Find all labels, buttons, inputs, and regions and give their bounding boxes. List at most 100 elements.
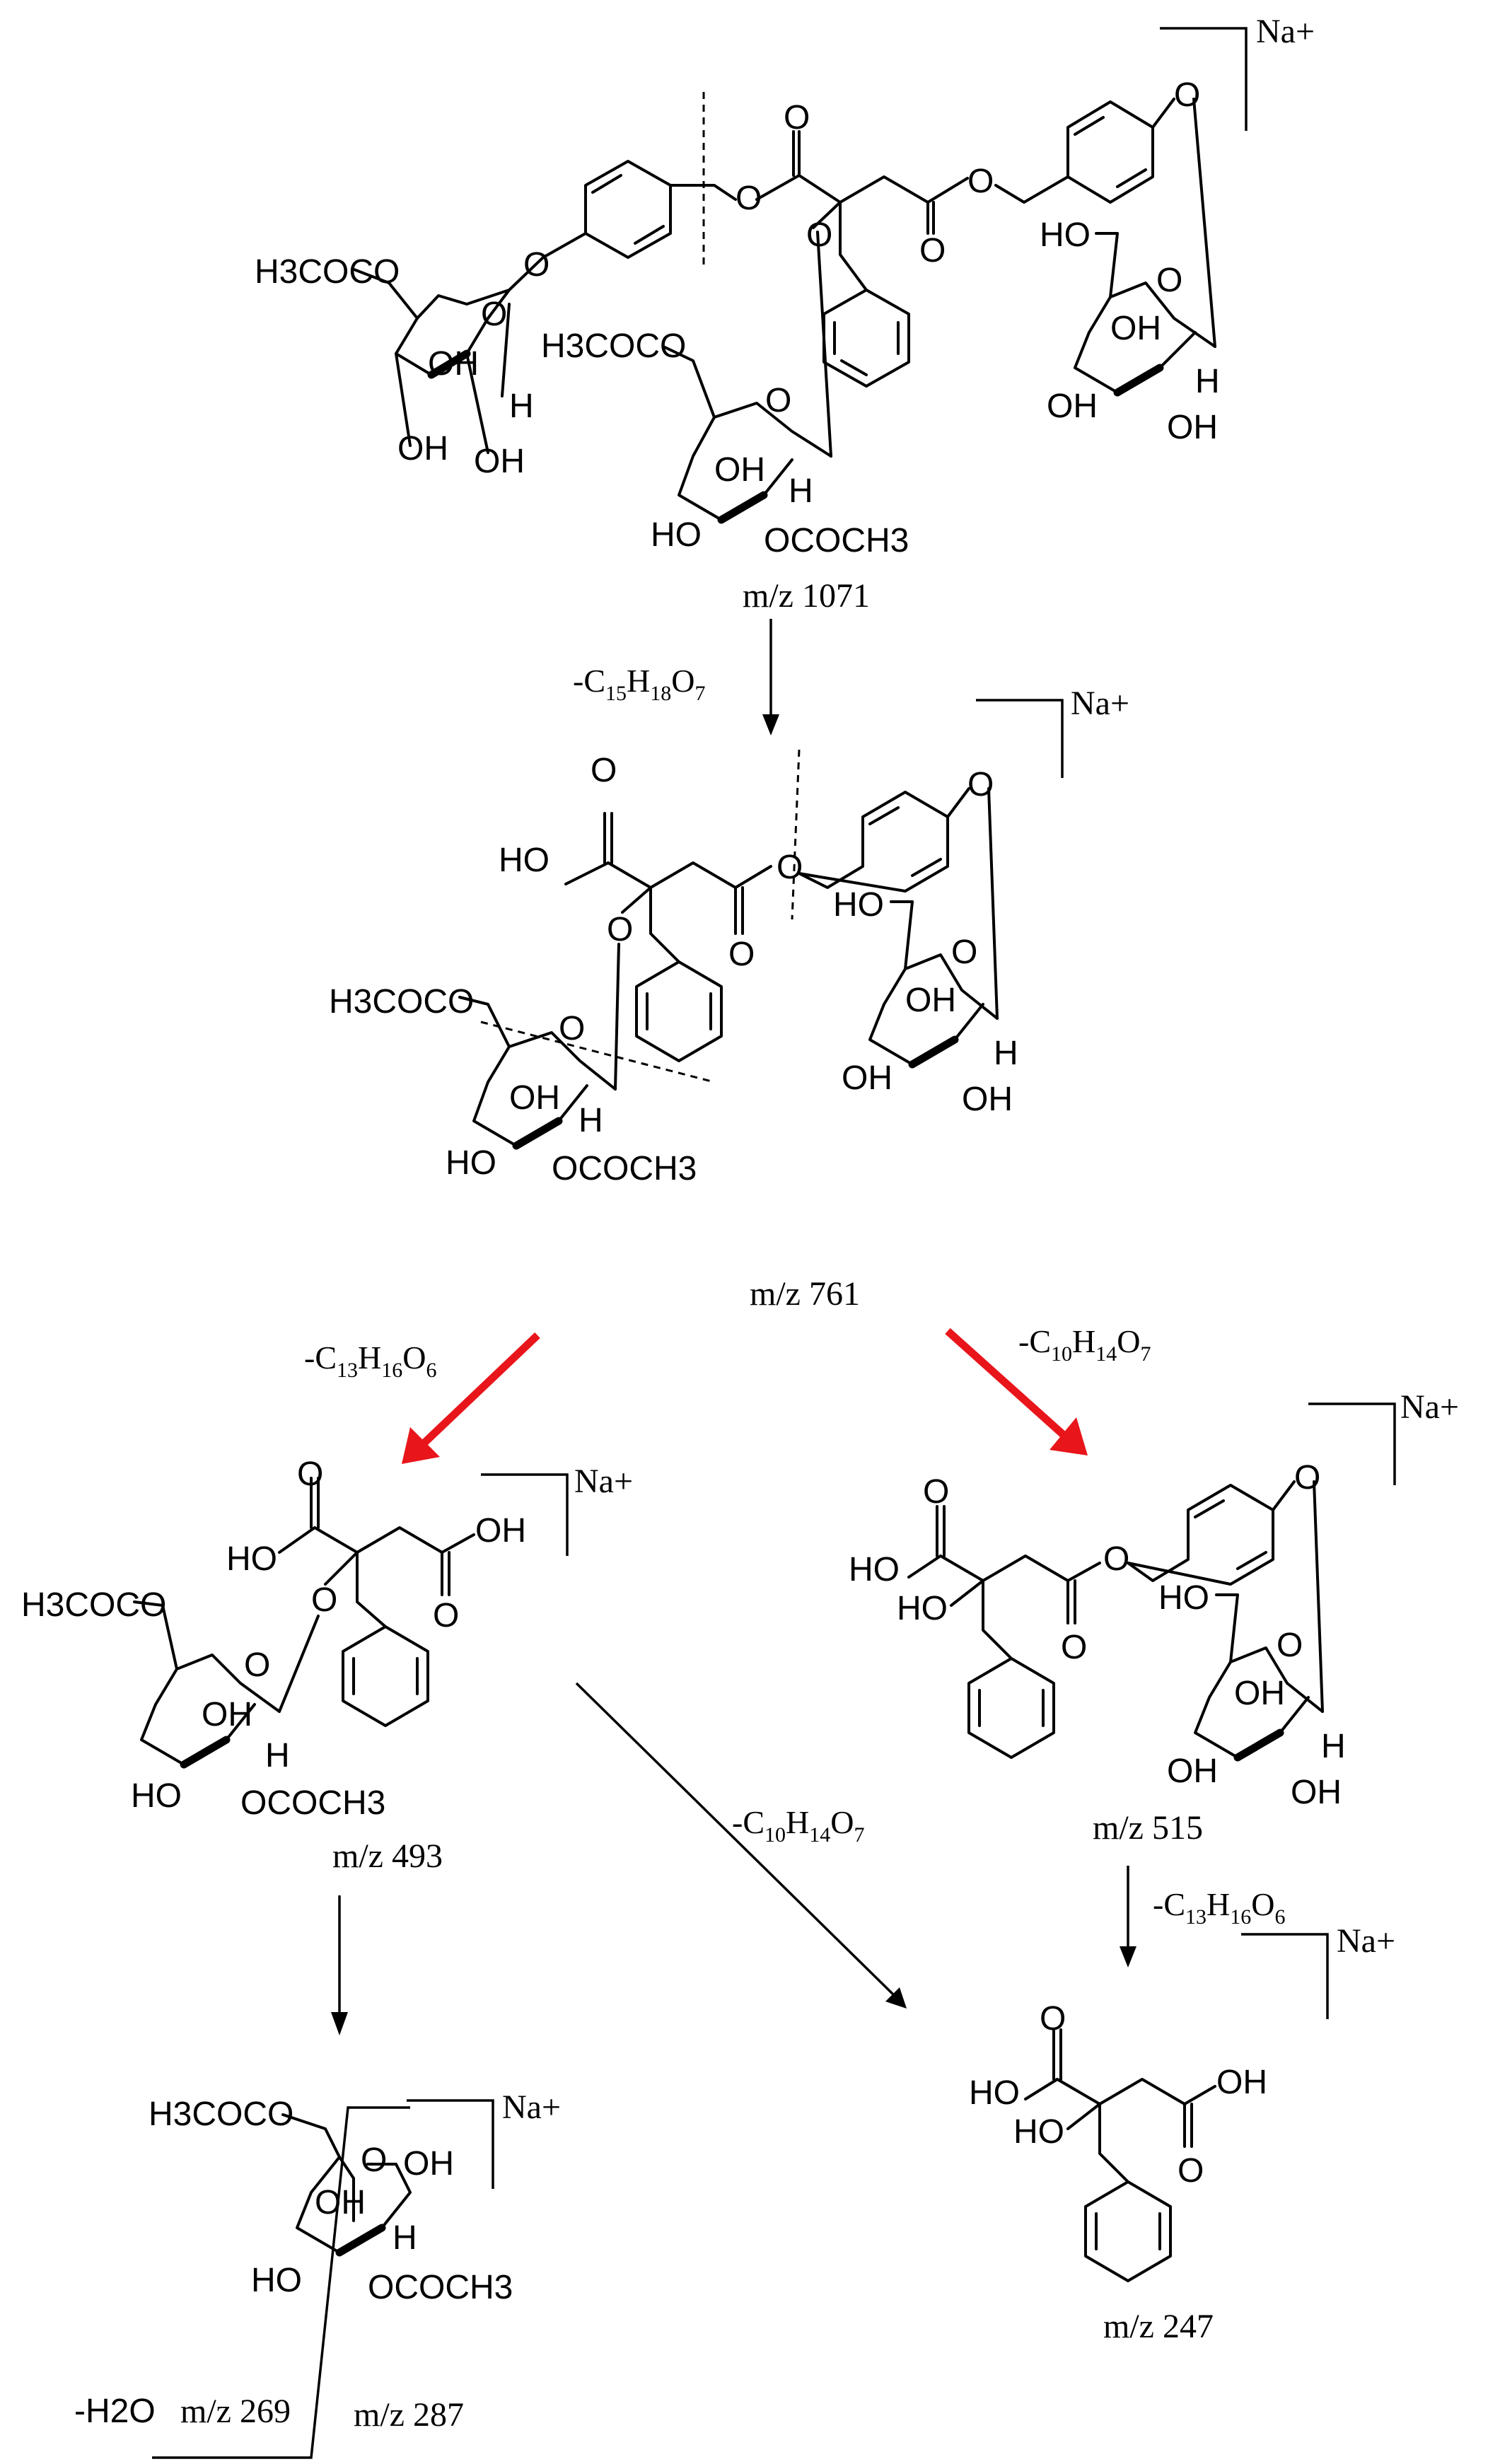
ion-label-m515: m/z 515: [1093, 1809, 1203, 1847]
label-sodium-ion: Na+: [1337, 1922, 1395, 1960]
label-o: O: [765, 382, 791, 419]
label-acetoxy: OCOCH3: [552, 1150, 697, 1187]
label-oh: OH: [962, 1081, 1013, 1118]
label-oh: OH: [474, 443, 525, 480]
structure-m1071: O O O O O O O H3COCO OH OH OH H O H3COCO…: [255, 13, 1315, 615]
ion-label-m493: m/z 493: [332, 1837, 443, 1875]
label-o: O: [728, 936, 755, 973]
label-h: H: [393, 2219, 417, 2257]
label-o: O: [777, 849, 803, 886]
loss-label-c13h16o6: -C13H16O6: [1153, 1886, 1285, 1929]
label-acetoxy: OCOCH3: [368, 2269, 513, 2306]
label-ho: HO: [446, 1144, 496, 1182]
label-o: O: [1040, 2000, 1066, 2038]
label-ho: HO: [969, 2074, 1020, 2112]
label-ho: HO: [833, 886, 884, 924]
ion-label-m1071: m/z 1071: [743, 577, 870, 615]
label-o: O: [951, 934, 977, 971]
label-acetyl-ch2: H3COCO: [149, 2096, 293, 2133]
arrow-1071-to-761: -C15H18O7: [573, 619, 779, 736]
label-o: O: [1174, 76, 1200, 114]
label-h: H: [1321, 1728, 1346, 1765]
label-ho: HO: [651, 516, 702, 554]
label-o: O: [1294, 1459, 1320, 1497]
label-oh: OH: [397, 430, 448, 467]
structure-m287: H3COCO O OH OH HO OCOCH3 H Na+ -H2O m/z …: [74, 2088, 561, 2459]
label-ho: HO: [849, 1551, 900, 1588]
label-oh: OH: [1234, 1675, 1285, 1712]
label-ho: HO: [226, 1540, 277, 1578]
label-sodium-ion: Na+: [1256, 13, 1315, 50]
label-o: O: [736, 180, 762, 217]
label-o: O: [361, 2142, 387, 2179]
label-o: O: [607, 911, 633, 948]
label-o: O: [244, 1646, 270, 1684]
label-oh: OH: [842, 1059, 893, 1097]
loss-label-c13h16o6: -C13H16O6: [304, 1339, 436, 1382]
label-o: O: [297, 1455, 323, 1493]
arrow-493-to-287: [331, 1895, 348, 2035]
structure-m493: O HO O OH O H3COCO O OH HO OCOCH3 H Na+ …: [21, 1455, 633, 1875]
label-acetoxy: OCOCH3: [764, 522, 909, 559]
loss-label-c10h14o7: -C10H14O7: [1018, 1323, 1151, 1366]
label-acetyl-ch2: H3COCO: [541, 327, 686, 365]
arrow-493-to-247: -C10H14O7: [575, 1682, 907, 2009]
label-o: O: [559, 1010, 585, 1047]
label-acetoxy: OCOCH3: [240, 1784, 385, 1822]
ion-label-m761: m/z 761: [750, 1275, 860, 1313]
label-h: H: [579, 1102, 603, 1139]
label-ho: HO: [897, 1590, 948, 1627]
label-h: H: [509, 388, 534, 425]
label-ho: HO: [1158, 1579, 1209, 1617]
label-o: O: [967, 163, 994, 200]
label-oh: OH: [1167, 1753, 1218, 1790]
label-oh: OH: [475, 1512, 526, 1550]
label-o: O: [1277, 1627, 1303, 1664]
label-o: O: [1103, 1540, 1129, 1578]
label-oh: OH: [714, 451, 765, 489]
label-o: O: [967, 766, 994, 803]
label-o: O: [433, 1597, 459, 1634]
label-o: O: [784, 99, 810, 136]
label-oh: OH: [509, 1079, 560, 1117]
structure-m515: O HO O O HO O HO O OH OH OH H Na+ m/z 51…: [849, 1388, 1459, 1847]
label-ho: HO: [251, 2262, 302, 2299]
label-o: O: [923, 1473, 949, 1511]
label-ho: HO: [1040, 216, 1091, 254]
label-acetyl-ch2: H3COCO: [255, 253, 400, 291]
arrow-761-to-493: -C13H16O6: [304, 1332, 540, 1464]
label-oh: OH: [1110, 310, 1161, 347]
label-o: O: [1156, 262, 1182, 299]
label-sodium-ion: Na+: [574, 1463, 633, 1500]
arrow-515-to-247: -C13H16O6: [1120, 1866, 1285, 1968]
loss-label-water: -H2O: [74, 2393, 156, 2430]
label-o: O: [806, 216, 832, 254]
label-o: O: [1061, 1629, 1087, 1666]
label-ho: HO: [131, 1777, 182, 1815]
label-acetyl-ch2: H3COCO: [329, 983, 474, 1021]
label-oh: OH: [403, 2145, 454, 2183]
label-o: O: [919, 232, 946, 269]
structure-m761: O HO O O O O HO O OH OH OH H H3COCO O OH…: [329, 685, 1129, 1313]
loss-label-c15h18o7: -C15H18O7: [573, 663, 705, 705]
ion-label-m269: m/z 269: [180, 2393, 291, 2430]
label-ho: HO: [1013, 2113, 1064, 2151]
label-oh: OH: [1216, 2064, 1267, 2101]
ion-label-m287: m/z 287: [354, 2396, 464, 2434]
label-acetyl-ch2: H3COCO: [21, 1586, 166, 1624]
label-oh: OH: [1167, 409, 1218, 446]
label-ho: HO: [499, 842, 550, 879]
arrow-761-to-515: -C10H14O7: [945, 1323, 1151, 1455]
label-o: O: [481, 296, 507, 333]
label-oh: OH: [202, 1696, 252, 1733]
label-oh: OH: [1047, 388, 1098, 425]
label-oh: OH: [905, 982, 956, 1019]
label-h: H: [265, 1737, 290, 1774]
label-h: H: [789, 472, 813, 510]
label-h: H: [994, 1035, 1018, 1072]
ion-label-m247: m/z 247: [1103, 2308, 1214, 2345]
structure-m247: O HO O OH HO Na+ m/z 247: [969, 1922, 1395, 2345]
label-sodium-ion: Na+: [502, 2088, 561, 2126]
label-sodium-ion: Na+: [1400, 1388, 1459, 1426]
